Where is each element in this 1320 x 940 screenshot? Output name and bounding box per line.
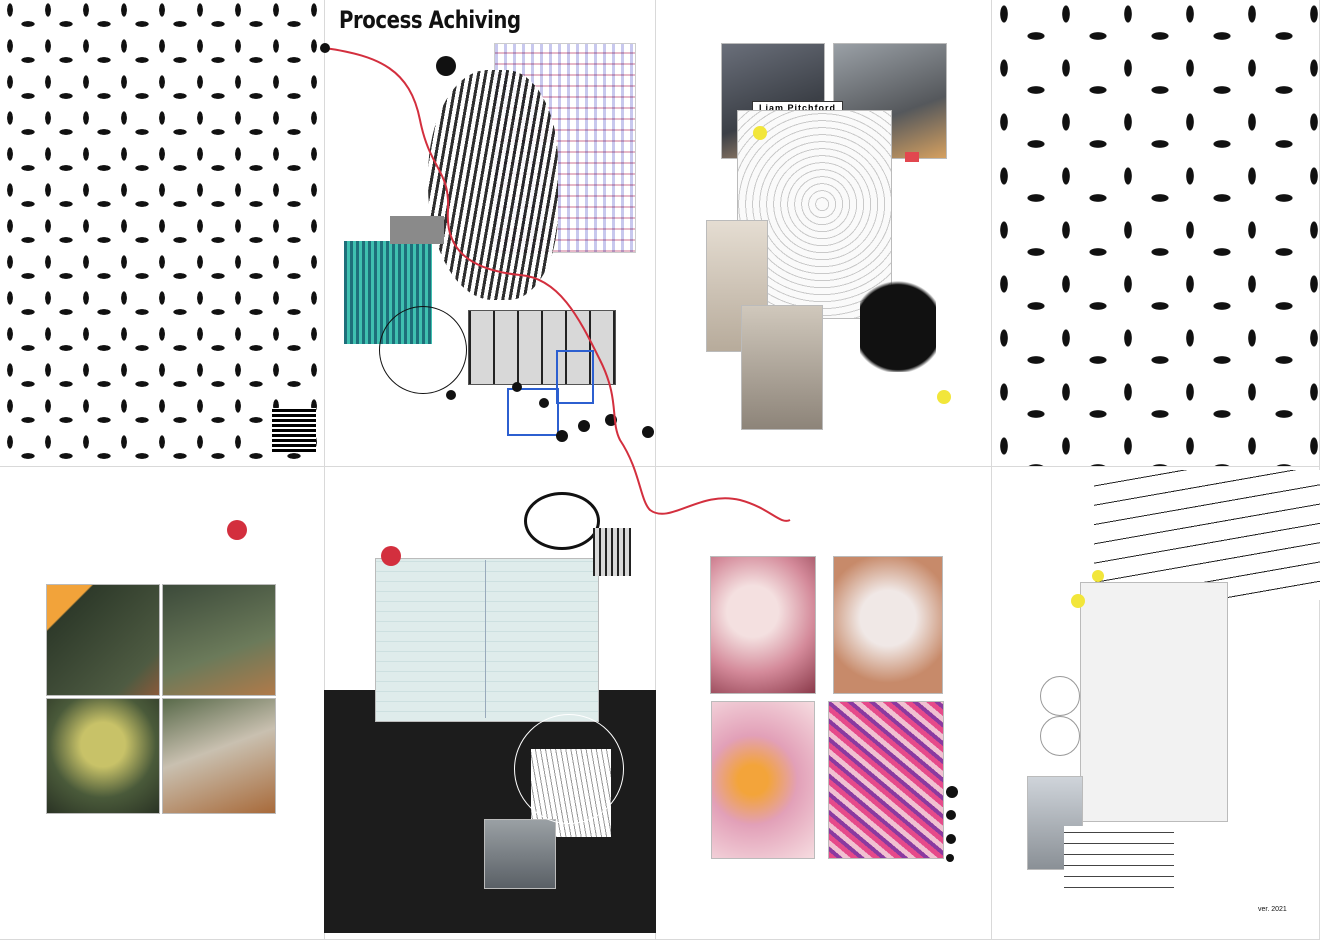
coral-photo: [741, 305, 823, 430]
small-photo-grey: [390, 216, 444, 244]
circle-study: [1040, 716, 1080, 756]
yellow-dot: [753, 126, 767, 140]
plant-photo: [162, 584, 276, 696]
bead-photo: [833, 556, 943, 694]
black-dot: [556, 430, 568, 442]
page-title: Process Achiving: [339, 6, 521, 34]
plant-photo: [46, 584, 160, 696]
sketch-notebook-page: [375, 558, 599, 722]
yellow-dot: [1092, 570, 1104, 582]
yellow-dot: [1071, 594, 1085, 608]
bead-photo: [710, 556, 816, 694]
dark-silhouette: [860, 260, 936, 372]
white-circle: [514, 714, 624, 824]
yellow-dot: [937, 390, 951, 404]
bead-photo: [828, 701, 944, 859]
plant-sketch-page: [1080, 582, 1228, 822]
bead-photo: [711, 701, 815, 859]
red-tab: [905, 152, 919, 162]
black-dot: [946, 786, 958, 798]
plant-photo: [162, 698, 276, 814]
outline-circle: [379, 306, 467, 394]
black-dot: [539, 398, 549, 408]
signature-year: ver. 2021: [1258, 906, 1287, 913]
black-dot: [605, 414, 617, 426]
line-drawing-lines: [1094, 470, 1320, 600]
black-dot: [946, 854, 954, 862]
qr-code-icon: [272, 408, 316, 452]
black-dot: [946, 810, 956, 820]
blue-line-sketch: [507, 388, 559, 436]
blue-line-sketch-2: [556, 350, 594, 404]
lined-sketch: [1064, 826, 1174, 898]
red-dot: [381, 546, 401, 566]
spiral-drawing: [428, 70, 558, 300]
striped-card: [593, 528, 631, 576]
black-dot: [946, 834, 956, 844]
tangle-drawing: [524, 492, 600, 550]
notebook-spine: [485, 560, 486, 718]
black-dot: [446, 390, 456, 400]
pattern-panel-top-left: [0, 0, 325, 467]
pattern-panel-top-right: [992, 0, 1320, 467]
red-dot: [227, 520, 247, 540]
hand-drawing-photo: [484, 819, 556, 889]
black-dot: [436, 56, 456, 76]
circle-study: [1040, 676, 1080, 716]
black-dot: [578, 420, 590, 432]
black-dot: [512, 382, 522, 392]
black-dot: [642, 426, 654, 438]
plant-photo: [46, 698, 160, 814]
